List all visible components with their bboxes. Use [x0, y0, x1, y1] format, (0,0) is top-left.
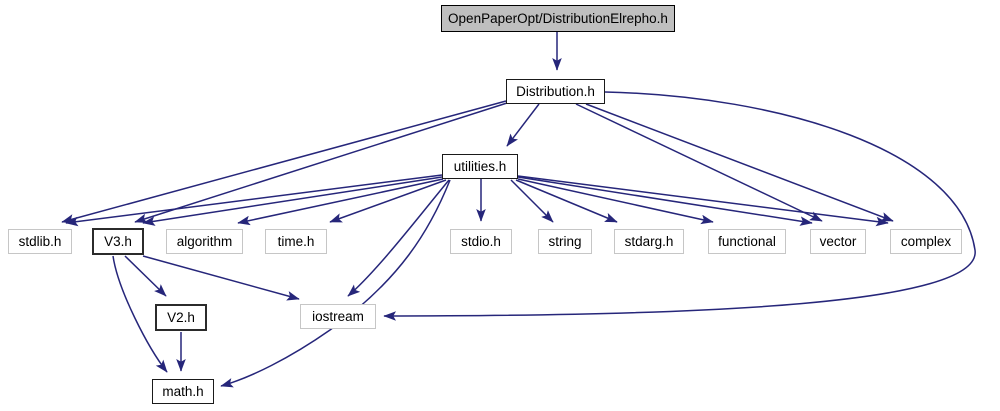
- node-stdlib[interactable]: stdlib.h: [8, 229, 72, 254]
- node-v3-label: V3.h: [104, 234, 132, 249]
- edge-utilities-string: [510, 179, 554, 223]
- edge-utilities-math: [220, 179, 451, 388]
- node-utilities-label: utilities.h: [453, 159, 507, 174]
- node-math[interactable]: math.h: [152, 379, 214, 404]
- node-functional-label: functional: [718, 234, 776, 249]
- node-complex[interactable]: complex: [890, 229, 962, 254]
- node-utilities[interactable]: utilities.h: [442, 154, 518, 179]
- node-algorithm[interactable]: algorithm: [166, 229, 243, 254]
- edge-distribution-iostream: [383, 91, 976, 321]
- node-vector[interactable]: vector: [810, 229, 866, 254]
- node-iostream[interactable]: iostream: [300, 304, 376, 329]
- edge-utilities-functional: [517, 178, 714, 225]
- edge-utilities-v3: [142, 176, 443, 226]
- edge-distribution-stdlib: [61, 100, 507, 224]
- edge-distribution-utilities: [506, 103, 540, 147]
- node-algorithm-label: algorithm: [176, 234, 233, 249]
- node-distribution[interactable]: Distribution.h: [506, 79, 605, 104]
- node-stdarg-label: stdarg.h: [624, 234, 674, 249]
- edge-distribution-complex: [585, 103, 894, 222]
- node-stdio-label: stdio.h: [461, 234, 501, 249]
- node-distribution-label: Distribution.h: [516, 84, 595, 99]
- edge-utilities-vector: [517, 176, 813, 226]
- node-stdarg[interactable]: stdarg.h: [614, 229, 684, 254]
- node-string-label: string: [548, 234, 582, 249]
- node-stdio[interactable]: stdio.h: [450, 229, 512, 254]
- node-v2-label: V2.h: [167, 310, 195, 325]
- node-v3[interactable]: V3.h: [92, 228, 144, 255]
- edge-distribution-v3: [134, 102, 508, 223]
- edge-utilities-stdarg: [515, 179, 618, 223]
- edge-utilities-time: [329, 179, 447, 223]
- node-v2[interactable]: V2.h: [155, 304, 207, 331]
- node-complex-label: complex: [900, 234, 952, 249]
- node-iostream-label: iostream: [312, 309, 364, 324]
- node-root-label: OpenPaperOpt/DistributionElrepho.h: [448, 11, 668, 26]
- node-vector-label: vector: [819, 234, 857, 249]
- edge-distribution-vector: [575, 103, 823, 222]
- node-functional[interactable]: functional: [708, 229, 786, 254]
- node-time[interactable]: time.h: [265, 229, 327, 254]
- edge-v3-v2: [124, 255, 167, 297]
- node-string[interactable]: string: [538, 229, 592, 254]
- edge-utilities-stdlib: [65, 174, 443, 227]
- node-math-label: math.h: [162, 384, 204, 399]
- edge-v3-math: [112, 255, 168, 373]
- node-time-label: time.h: [277, 234, 315, 249]
- edge-v3-iostream: [142, 255, 300, 301]
- edge-utilities-algorithm: [237, 178, 444, 226]
- edge-utilities-complex: [517, 175, 889, 227]
- node-root[interactable]: OpenPaperOpt/DistributionElrepho.h: [441, 5, 675, 32]
- node-stdlib-label: stdlib.h: [18, 234, 62, 249]
- edge-utilities-iostream: [347, 179, 450, 297]
